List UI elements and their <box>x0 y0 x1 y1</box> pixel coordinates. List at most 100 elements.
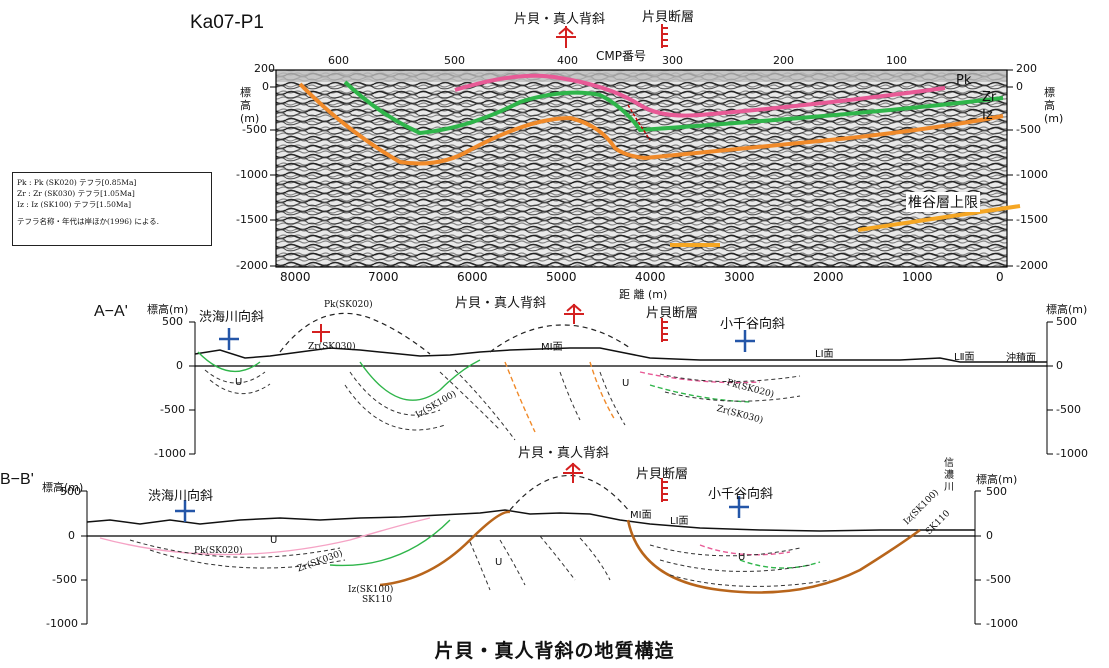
horizon-shiitani <box>857 204 1021 232</box>
right-tick: -2000 <box>1016 259 1048 272</box>
section-b-topography <box>86 509 975 532</box>
a-right-tick: 500 <box>1056 315 1077 328</box>
legend-line-iz: Iz : Iz (SK100) テフラ[1.50Ma] <box>17 200 132 209</box>
section-a-unit-u: U <box>235 377 243 388</box>
top-tick: 500 <box>444 54 465 67</box>
right-tick: 200 <box>1016 62 1037 75</box>
right-tick: 0 <box>1016 80 1023 93</box>
section-a-left-axis-label: 標高(m) <box>147 303 189 316</box>
section-b-syncline-east: 小千谷向斜 <box>708 487 774 502</box>
figure-title: 片貝・真人背斜の地質構造 <box>434 640 675 662</box>
shiitani-label: 椎谷層上限 <box>906 192 980 212</box>
a-left-tick: -500 <box>160 403 185 416</box>
section-a-anticline-west-symbol <box>312 324 330 342</box>
left-tick: -1000 <box>236 168 268 181</box>
bottom-tick: 7000 <box>368 270 399 284</box>
section-b-terrace-l1: LⅠ面 <box>670 516 689 527</box>
section-b-fault: 片貝断層 <box>636 467 689 482</box>
legend-line-zr: Zr : Zr (SK030) テフラ[1.05Ma] <box>17 189 135 198</box>
b-left-tick: 0 <box>68 529 75 542</box>
horizon-zr <box>343 80 1004 136</box>
bottom-tick: 5000 <box>546 270 577 284</box>
section-b-sk110-west: SK110 <box>362 595 393 605</box>
section-a-topography <box>194 347 1047 363</box>
section-a-pk-west: Pk(SK020) <box>324 300 373 310</box>
section-b-unit-u: U <box>270 535 278 546</box>
b-right-tick: -1000 <box>986 617 1018 630</box>
section-b-anticline-symbol <box>563 462 583 483</box>
section-b-syncline-east-symbol <box>729 496 749 518</box>
section-a-terrace-l1: LⅠ面 <box>815 349 834 360</box>
horizon-pk <box>454 73 946 118</box>
section-a-fault: 片貝断層 <box>646 306 699 321</box>
section-b-syncline-west-symbol <box>175 500 195 522</box>
b-right-tick: 0 <box>986 529 993 542</box>
section-b-unit-u: U <box>738 552 746 563</box>
b-left-tick: 500 <box>60 485 81 498</box>
bottom-tick: 8000 <box>280 270 311 284</box>
section-a-terrace-l2: LⅡ面 <box>954 352 975 363</box>
a-right-tick: -1000 <box>1056 447 1088 460</box>
right-tick: -1500 <box>1016 213 1048 226</box>
section-b-label: B−B' <box>0 471 34 488</box>
bottom-tick: 0 <box>996 270 1004 284</box>
a-left-tick: 0 <box>176 359 183 372</box>
section-b-terrace-m1: MⅠ面 <box>630 510 652 521</box>
top-tick: 400 <box>557 54 578 67</box>
left-tick: -1500 <box>236 213 268 226</box>
left-tick: 0 <box>262 80 269 93</box>
section-b-iz-east <box>626 519 921 594</box>
section-b <box>81 475 981 625</box>
section-a <box>189 312 1053 455</box>
section-a-syncline-east-symbol <box>735 330 755 352</box>
section-a-syncline-west: 渋海川向斜 <box>199 310 265 325</box>
tephra-legend: Pk : Pk (SK020) テフラ[0.85Ma] Zr : Zr (SK0… <box>12 172 212 246</box>
section-b-fault-symbol <box>661 478 668 502</box>
section-a-syncline-west-symbol <box>219 328 239 350</box>
section-b-right-axis-label: 標高(m) <box>976 473 1018 486</box>
bottom-tick: 3000 <box>724 270 755 284</box>
b-left-tick: -500 <box>52 573 77 586</box>
left-tick: -500 <box>242 123 267 136</box>
seismic-left-axis-label: 標高(m) <box>240 86 260 125</box>
a-left-tick: 500 <box>162 315 183 328</box>
section-b-iz-west: Iz(SK100) <box>348 585 394 595</box>
b-right-tick: -500 <box>986 573 1011 586</box>
top-tick: 300 <box>662 54 683 67</box>
b-right-tick: 500 <box>986 485 1007 498</box>
top-tick: 200 <box>773 54 794 67</box>
top-tick: 600 <box>328 54 349 67</box>
section-a-anticline-symbol <box>564 303 584 324</box>
section-b-left-axis-label: 標高(m) <box>42 481 84 494</box>
legend-line-pk: Pk : Pk (SK020) テフラ[0.85Ma] <box>17 178 137 187</box>
section-a-label: A−A' <box>94 303 128 320</box>
section-a-fault-symbol <box>661 318 668 342</box>
horizon-label-zr: Zr <box>982 90 997 105</box>
seismic-right-axis-label: 標高(m) <box>1044 86 1064 125</box>
section-a-anticline: 片貝・真人背斜 <box>455 296 547 311</box>
distance-axis-label: 距 離 (m) <box>619 288 668 301</box>
seismic-fault-label: 片貝断層 <box>642 10 695 25</box>
section-a-unit-u: U <box>622 378 630 389</box>
seismic-frame <box>275 69 1008 268</box>
fault-symbol <box>661 24 668 48</box>
bottom-tick: 4000 <box>635 270 666 284</box>
section-b-iz-west <box>379 510 511 587</box>
right-tick: -500 <box>1016 123 1041 136</box>
section-a-right-axis-label: 標高(m) <box>1046 303 1088 316</box>
seismic-anticline-label: 片貝・真人背斜 <box>514 12 606 27</box>
right-tick: -1000 <box>1016 168 1048 181</box>
bottom-tick: 6000 <box>457 270 488 284</box>
horizon-label-pk: Pk <box>956 73 972 88</box>
left-tick: 200 <box>254 62 275 75</box>
anticline-symbol <box>556 26 576 48</box>
section-a-terrace-m1: MⅠ面 <box>541 342 563 353</box>
bottom-tick: 2000 <box>813 270 844 284</box>
a-right-tick: 0 <box>1056 359 1063 372</box>
b-left-tick: -1000 <box>46 617 78 630</box>
seismic-profile <box>270 69 1021 268</box>
section-b-river: 信濃川 <box>944 458 954 493</box>
left-tick: -2000 <box>236 259 268 272</box>
section-b-syncline-west: 渋海川向斜 <box>148 489 214 504</box>
